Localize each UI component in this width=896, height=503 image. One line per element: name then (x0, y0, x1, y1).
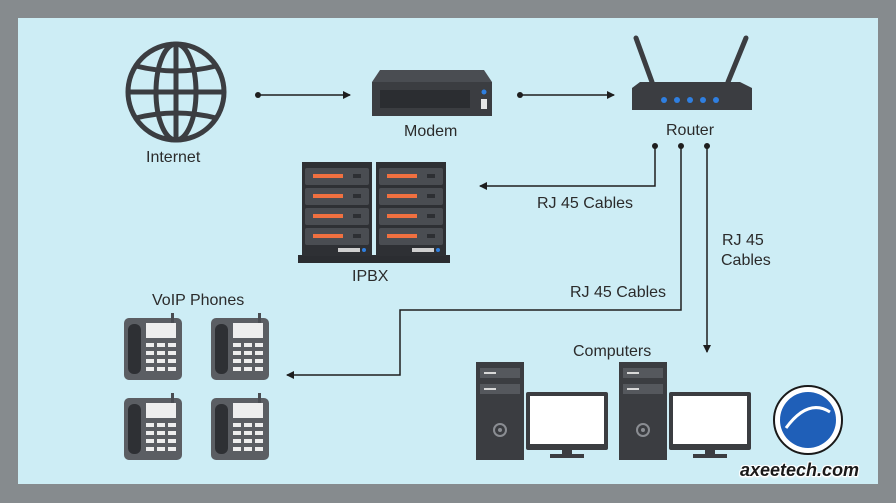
rj45-computers-label-line1: RJ 45 (722, 232, 764, 249)
monitor-icon (526, 392, 608, 458)
connectors (255, 91, 711, 379)
router-label: Router (666, 122, 715, 139)
phone-icon (211, 393, 269, 460)
edge-router-ipbx (479, 143, 658, 190)
rj45-computers-label-line2: Cables (721, 252, 771, 269)
rj45-phones-label: RJ 45 Cables (570, 284, 667, 301)
edge-internet-modem (255, 91, 351, 99)
computer-tower-icon (618, 361, 668, 461)
globe-icon (125, 41, 227, 143)
computer-tower-icon (475, 361, 525, 461)
modem-label: Modem (404, 123, 458, 140)
brand-logo-icon (773, 385, 843, 455)
edge-router-computers (703, 143, 711, 353)
voip-phones-group (124, 313, 269, 460)
internet-label: Internet (146, 149, 201, 166)
computers-label: Computers (573, 343, 652, 360)
phone-icon (124, 393, 182, 460)
monitor-icon (669, 392, 751, 458)
router-icon (632, 35, 752, 110)
edge-modem-router (517, 91, 615, 99)
modem-icon (372, 70, 492, 116)
phone-icon (211, 313, 269, 380)
rj45-ipbx-label: RJ 45 Cables (537, 195, 634, 212)
edge-router-phones (286, 143, 684, 379)
phone-icon (124, 313, 182, 380)
ipbx-server-icon (298, 162, 450, 263)
brand-watermark: axeetech.com (740, 460, 860, 480)
voip-phones-label: VoIP Phones (152, 292, 245, 309)
computers-group (475, 361, 751, 461)
ipbx-label: IPBX (352, 268, 389, 285)
